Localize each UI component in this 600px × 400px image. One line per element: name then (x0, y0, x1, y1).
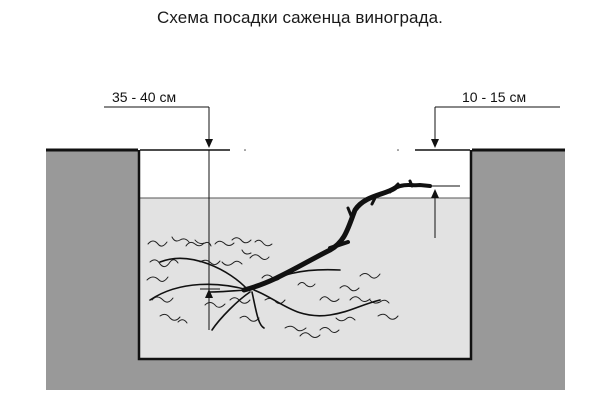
depth-label-right: 10 - 15 см (462, 89, 526, 105)
main-roots (149, 257, 381, 331)
fine-roots (146, 236, 399, 338)
depth-label-left: 35 - 40 см (112, 89, 176, 105)
ground-soil (46, 150, 565, 390)
diagram-title: Схема посадки саженца винограда. (157, 8, 443, 27)
seedling-stem (241, 179, 432, 293)
depth-dimension-left: 35 - 40 см (104, 89, 220, 330)
pit-outline (137, 150, 473, 361)
pit-backfill (140, 198, 470, 358)
